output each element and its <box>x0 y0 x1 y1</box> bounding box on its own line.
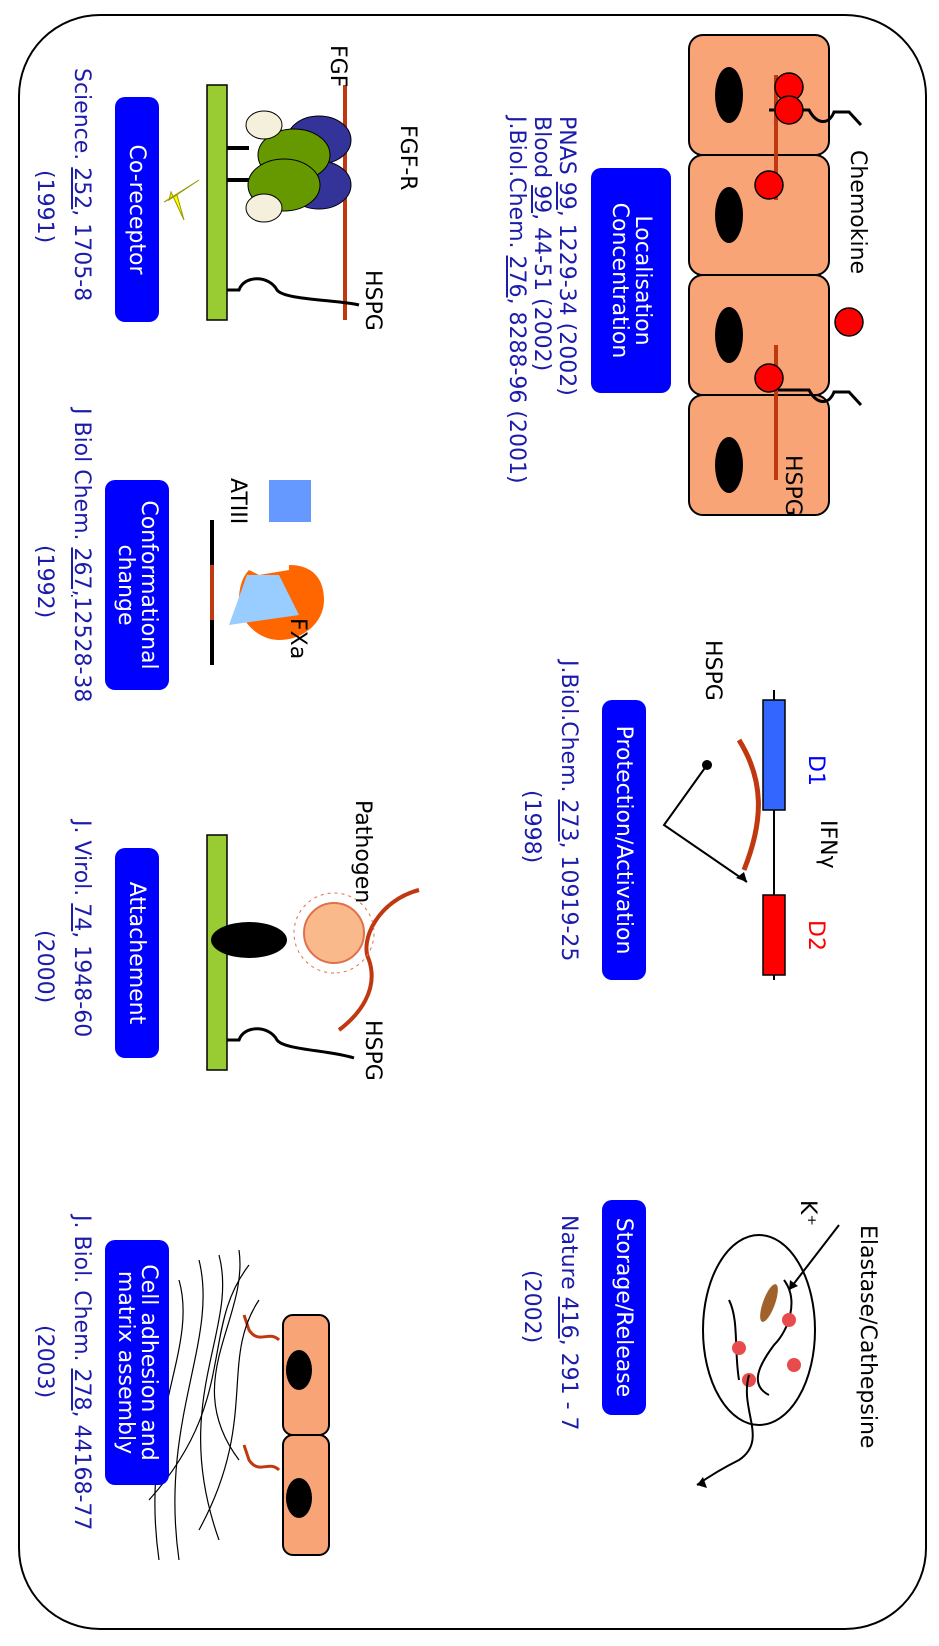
ref-pages: , 44-51 (2002) <box>529 213 554 372</box>
fgf-receptor-schematic <box>163 84 360 321</box>
hspg-label: HSPG <box>360 1020 385 1081</box>
pathogen-icon <box>303 902 365 964</box>
potassium-label: K⁺ <box>795 1200 820 1227</box>
attachement-reference: J. Virol. 74, 1948-60 <box>69 820 94 1038</box>
conformational-reference: J Biol Chem. 267,12528-38 <box>69 408 94 703</box>
ref-journal: J.Biol.Chem. <box>504 116 529 256</box>
ref-journal: Blood <box>529 116 554 186</box>
pathogen-attachment-schematic <box>206 834 420 1071</box>
localisation-box: Localisation Concentration <box>591 168 671 393</box>
pathogen-label: Pathogen <box>350 800 375 904</box>
fgf-label: FGF <box>325 45 350 88</box>
co-receptor-box: Co-receptor <box>115 97 159 322</box>
storage-reference: Nature 416, 291 - 7 <box>556 1215 581 1431</box>
ref-volume: 99 <box>529 185 554 214</box>
elastase-label: Elastase/Cathepsine <box>855 1225 880 1449</box>
conformational-year: (1992) <box>32 545 57 619</box>
atiii-label: ATIII <box>225 478 250 525</box>
hspg-chains-localisation <box>754 72 864 480</box>
protection-activation-box: Protection/Activation <box>602 700 646 980</box>
d2-label: D2 <box>803 920 828 951</box>
atiii-fxa-schematic <box>210 480 324 665</box>
hspg-label: HSPG <box>360 270 385 331</box>
fxa-label: FXa <box>285 618 310 660</box>
coreceptor-year: (1991) <box>32 170 57 244</box>
hspg-label: HSPG <box>700 640 725 701</box>
cell-adhesion-box: Cell adhesion and matrix assembly <box>105 1240 169 1485</box>
ifn-gamma-schematic <box>662 690 786 980</box>
signal-icon <box>163 179 200 221</box>
adhesion-year: (2003) <box>32 1325 57 1399</box>
ref-volume: 276 <box>504 255 529 298</box>
ifn-gamma-label: IFNγ <box>815 820 840 869</box>
chemokine-label: Chemokine <box>845 150 870 275</box>
hspg-label: HSPG <box>780 455 805 516</box>
storage-release-box: Storage/Release <box>602 1200 646 1415</box>
ref-pages: , 8288-96 (2001) <box>504 297 529 484</box>
cell-nucleus <box>715 187 743 243</box>
chemokine-icon <box>834 307 864 337</box>
cell-nucleus <box>715 437 743 493</box>
attachement-box: Attachement <box>115 848 159 1058</box>
coreceptor-reference: Science. 252, 1705-8 <box>69 68 94 302</box>
granule-schematic <box>696 1224 840 1488</box>
ref-journal: PNAS <box>554 116 579 182</box>
d1-label: D1 <box>803 755 828 786</box>
cell-nucleus <box>715 67 743 123</box>
cell-nucleus <box>715 307 743 363</box>
protection-reference: J.Biol.Chem. 273, 10919-25 <box>556 660 581 962</box>
endothelial-cell-row <box>688 34 830 516</box>
attachement-year: (2000) <box>32 930 57 1004</box>
storage-year: (2002) <box>519 1270 544 1344</box>
protection-year: (1998) <box>519 790 544 864</box>
adhesion-reference: J. Biol. Chem. 278, 44168-77 <box>69 1215 94 1531</box>
ref-pages: , 1229-34 (2002) <box>554 209 579 396</box>
ref-volume: 99 <box>554 181 579 210</box>
conformational-change-box: Conformational change <box>105 480 169 690</box>
atiii-block <box>269 480 311 522</box>
fgf-receptor-label: FGF-R <box>395 125 420 191</box>
adhesion-schematic <box>148 1249 330 1561</box>
